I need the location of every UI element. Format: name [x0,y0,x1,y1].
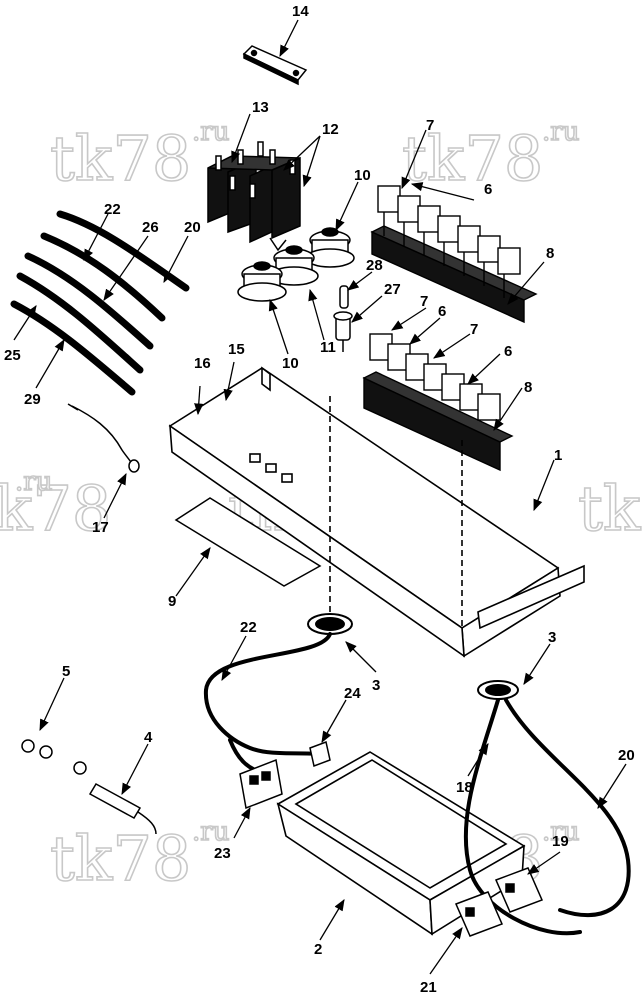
callout-7c: 7 [470,321,478,338]
callout-labels: 14 13 12 10 10 28 27 11 7 6 8 7 6 7 6 8 … [4,3,635,996]
callout-8b: 8 [524,379,532,396]
callout-21: 21 [420,979,437,996]
part-fuse-holder [333,285,353,352]
part-wire-harnesses [10,210,190,396]
part-sensor-cable [67,403,140,473]
callout-28: 28 [366,257,383,274]
callout-20a: 20 [184,219,201,236]
watermark-big-text: tk78 [0,472,111,545]
part-relay-row-upper [370,185,538,324]
callout-1: 1 [554,447,562,464]
callout-6c: 6 [504,343,512,360]
callout-24: 24 [344,685,361,702]
callout-27: 27 [384,281,401,298]
callout-18: 18 [456,779,473,796]
part-relay-block-cluster [207,141,301,252]
callout-8a: 8 [546,245,554,262]
watermark-big-text: tk78 [578,472,643,545]
callout-4: 4 [144,729,153,746]
callout-6b: 6 [438,303,446,320]
callout-7b: 7 [420,293,428,310]
callout-5: 5 [62,663,70,680]
part-bracket-strip [242,45,308,86]
callout-23: 23 [214,845,231,862]
part-clamps-and-sensor [21,739,157,835]
callout-10a: 10 [354,167,371,184]
watermark-small-text: .ru [542,817,579,847]
callout-16: 16 [194,355,211,372]
part-grommets [307,613,519,700]
watermark-middle-left-partial: tk78 .ru [0,466,112,546]
callout-22b: 22 [240,619,257,636]
watermark-middle-right-partial: tk78 [577,471,643,546]
callout-10b: 10 [282,355,299,372]
watermark-big-text: tk78 [50,122,191,195]
callout-2: 2 [314,941,322,958]
part-control-box [276,751,526,936]
part-gasket-plate [174,497,322,587]
callout-13: 13 [252,99,269,116]
watermark-small-text: .ru [192,117,229,147]
part-connectors-right [454,867,544,937]
callout-19: 19 [552,833,569,850]
watermark-bottom-left: tk78 .ru [49,816,230,896]
part-connectors-left [239,740,331,810]
part-relay-row-lower [362,333,514,472]
callout-12: 12 [322,121,339,138]
callout-6a: 6 [484,181,492,198]
watermark-top-left: tk78 .ru [49,116,230,196]
callout-17: 17 [92,519,109,536]
callout-9: 9 [168,593,176,610]
watermark-big-text: tk78 [50,822,191,895]
callout-15: 15 [228,341,245,358]
watermark-big-text: tk78 [402,122,543,195]
callout-29: 29 [24,391,41,408]
watermark-top-right: tk78 .ru [401,116,580,196]
callout-7a: 7 [426,117,434,134]
callout-26: 26 [142,219,159,236]
watermark-small-text: .ru [15,467,52,497]
callout-3b: 3 [548,629,556,646]
callout-leaders [13,19,627,975]
callout-3a: 3 [372,677,380,694]
callout-20b: 20 [618,747,635,764]
part-round-relays [237,227,355,302]
callout-11: 11 [320,339,336,356]
callout-14: 14 [292,3,309,20]
callout-25: 25 [4,347,21,364]
part-tray-chassis [168,366,585,658]
watermark-small-text: .ru [192,817,229,847]
callout-22a: 22 [104,201,121,218]
watermark-small-text: .ru [542,117,579,147]
